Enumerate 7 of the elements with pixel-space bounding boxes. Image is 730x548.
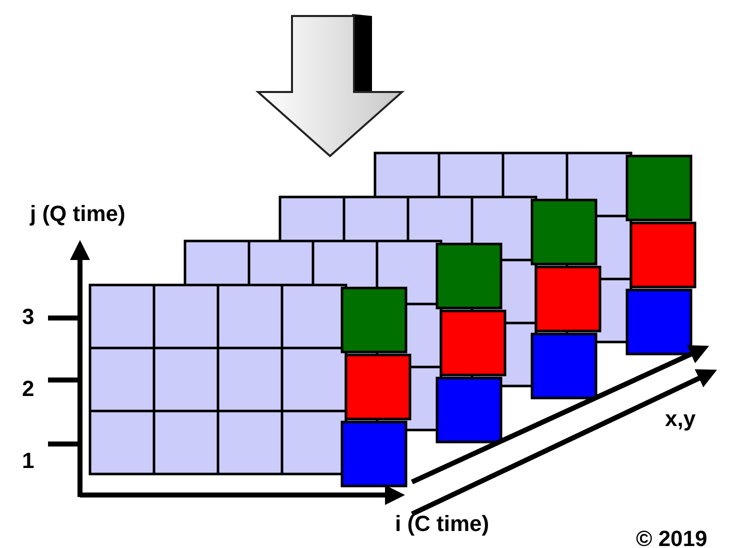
- copyright-text: © 2019: [636, 528, 708, 548]
- axis-title: x,y: [665, 408, 696, 430]
- tick-label: 3: [22, 306, 34, 328]
- axis-title: i (C time): [395, 513, 490, 535]
- tick-label: 1: [22, 450, 34, 472]
- tick-label: 2: [22, 378, 34, 400]
- axis-title: j (Q time): [30, 203, 126, 225]
